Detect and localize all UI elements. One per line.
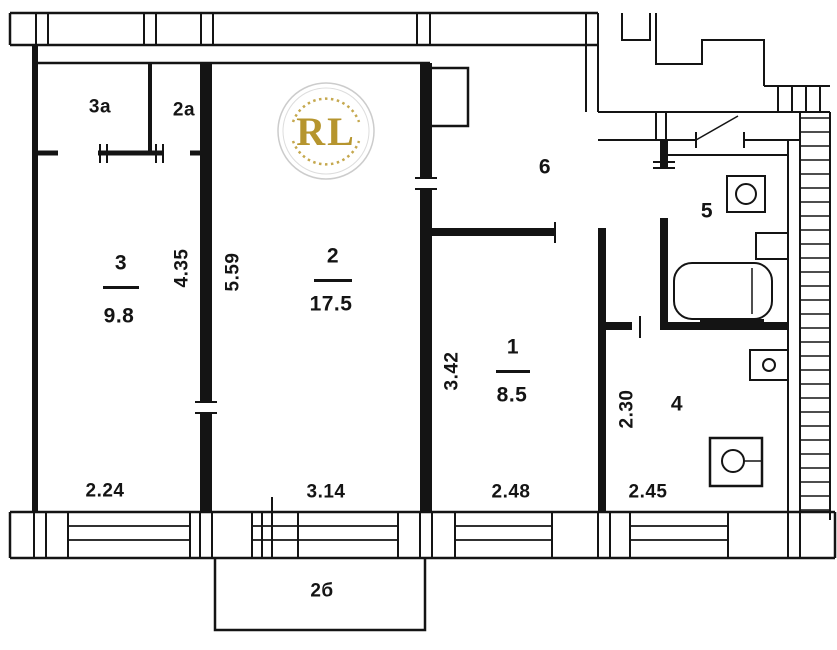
room-3-number: 3	[114, 251, 128, 275]
hall-closet-box	[432, 66, 470, 128]
watermark-logo-rings	[277, 82, 375, 180]
bottom-window-band	[8, 497, 837, 560]
interior-walls	[32, 45, 788, 512]
toilet-bowl-icon	[735, 183, 757, 205]
room-4-label: 4	[670, 392, 684, 416]
balcony-door-marks	[261, 497, 299, 558]
room-2a-label: 2а	[172, 99, 196, 121]
room-6-label: 6	[538, 155, 552, 179]
dimension-room2-width: 3.14	[306, 481, 346, 503]
dimension-room3-height: 4.35	[171, 248, 193, 288]
toilet-icon	[726, 175, 766, 213]
room-2-area: 17.5	[309, 292, 353, 316]
room-1-number: 1	[506, 335, 520, 359]
exterior-top-right-walls	[585, 13, 830, 148]
dimension-room3-width: 2.24	[85, 480, 125, 502]
wall-break-marks	[195, 161, 675, 414]
room-3a-label: 3а	[88, 96, 112, 118]
stove-icon	[708, 436, 764, 488]
watermark-logo: RL	[296, 109, 356, 154]
balcony-outline	[213, 558, 427, 632]
dimension-room1-height: 3.42	[441, 351, 463, 391]
interior-wall-lines	[35, 61, 788, 163]
room-3-area: 9.8	[103, 304, 135, 328]
exterior-top-wall	[8, 11, 598, 47]
dimension-room2-height: 5.59	[222, 252, 244, 292]
room-3-area-divider	[103, 286, 139, 289]
dimension-room4-width: 2.45	[628, 481, 668, 503]
right-exterior-wall-hatching	[787, 112, 831, 520]
balcony-label: 2б	[310, 580, 334, 602]
kitchen-sink-icon	[749, 349, 789, 381]
bathtub-icon	[673, 262, 773, 320]
sink-icon	[755, 232, 789, 260]
dimension-room4-height: 2.30	[616, 389, 638, 429]
room-2-number: 2	[326, 244, 340, 268]
dimension-room1-width: 2.48	[491, 481, 531, 503]
room-5-label: 5	[700, 199, 714, 223]
room-2-area-divider	[314, 279, 352, 282]
room-1-area: 8.5	[496, 383, 528, 407]
room-1-area-divider	[496, 370, 530, 373]
bathroom-fixtures	[673, 175, 789, 320]
kitchen-fixtures	[708, 349, 789, 488]
